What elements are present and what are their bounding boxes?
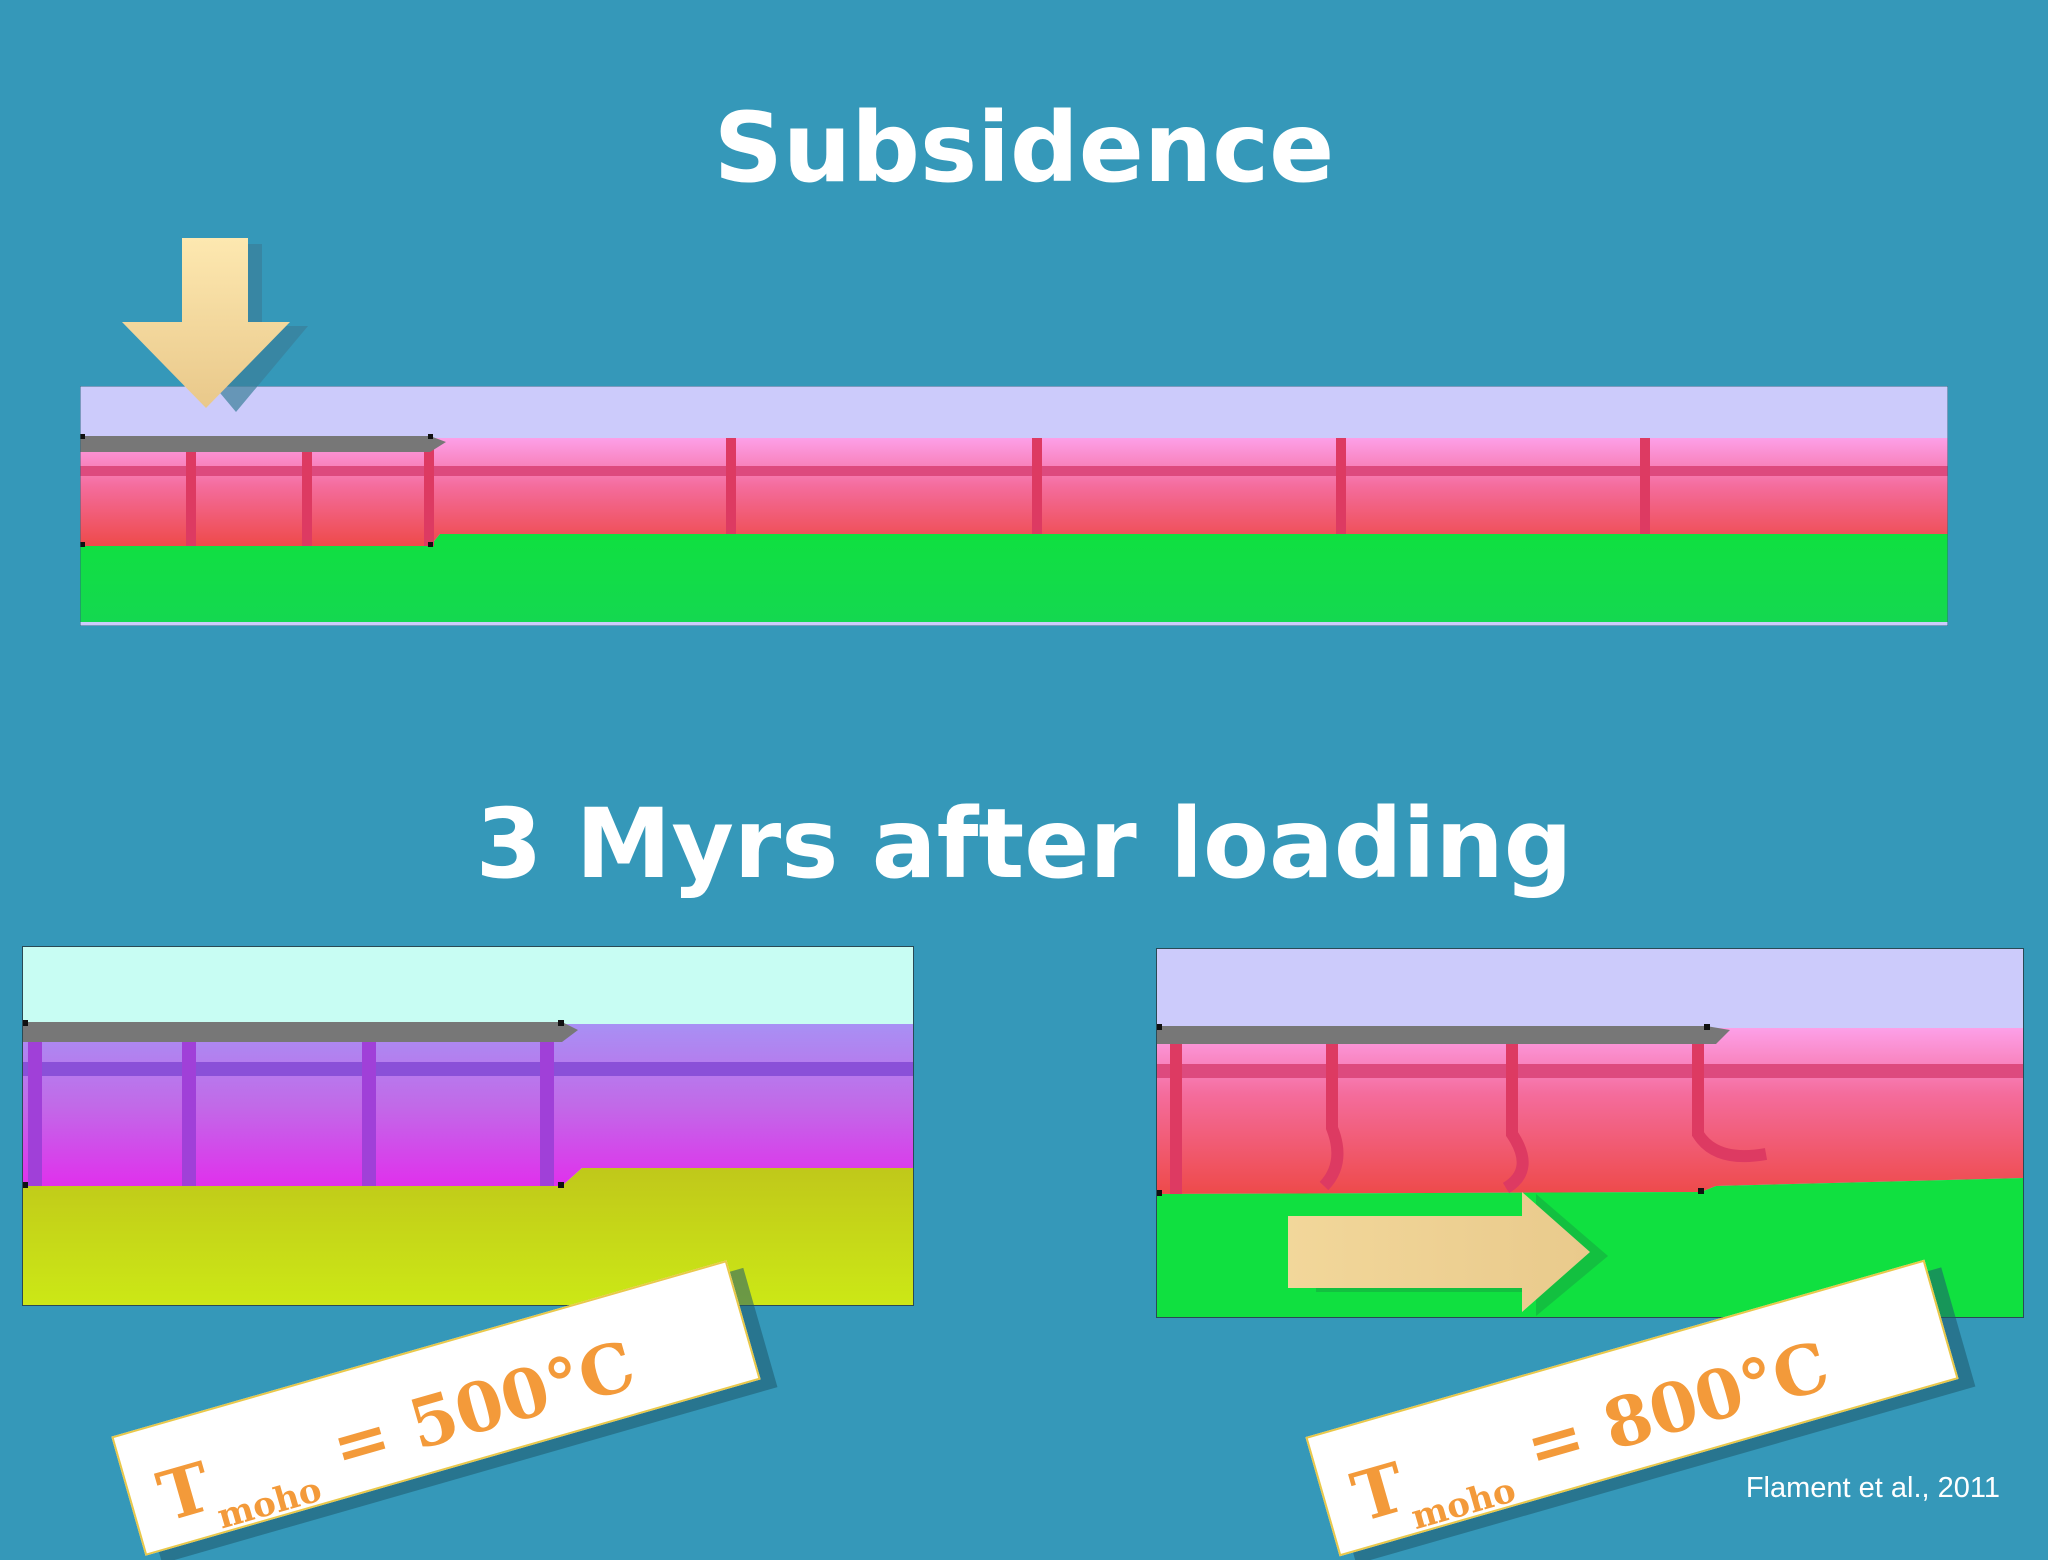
title-subsidence: Subsidence: [713, 92, 1335, 204]
right-arrow-icon: [1288, 1192, 1608, 1316]
crust-layer: [80, 438, 1948, 546]
cross-section-500: [22, 946, 914, 1306]
load-bar: [80, 436, 446, 452]
citation: Flament et al., 2011: [1745, 1472, 2000, 1504]
mantle-layer: [80, 534, 1948, 622]
top-cross-section: [80, 386, 1948, 626]
down-arrow-icon: [122, 238, 308, 412]
title-after-loading: 3 Myrs after loading: [475, 788, 1573, 900]
